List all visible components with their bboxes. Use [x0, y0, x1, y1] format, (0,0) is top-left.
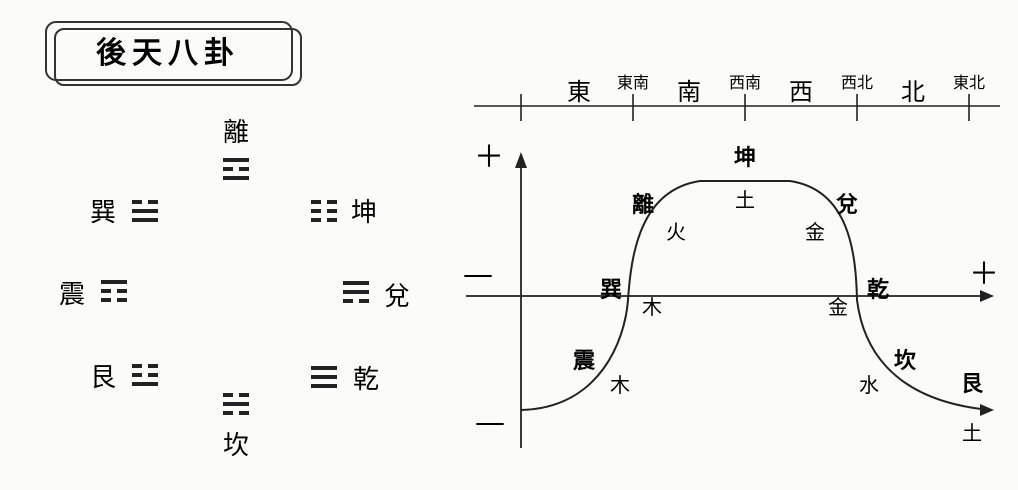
- element-label-qian-metal: 金: [828, 295, 848, 319]
- direction-label-south: 南: [677, 78, 701, 106]
- direction-label-north: 北: [901, 78, 925, 106]
- yin-line-segment: [132, 373, 142, 377]
- yang-line: [223, 176, 249, 180]
- yang-line: [311, 384, 337, 388]
- yang-line: [311, 375, 337, 379]
- yin-line-segment: [148, 200, 158, 204]
- title-box-outer-frame: [45, 21, 293, 81]
- trigram-symbol-kan: [223, 393, 249, 415]
- curve-label-dui: 兌: [836, 192, 858, 218]
- vertical-axis-arrowhead: [515, 152, 527, 168]
- trigram-name-zhen: 震: [59, 280, 85, 310]
- trigram-arrangement: 離 巽 坤 震 兌 艮 乾 坎: [59, 118, 410, 461]
- yin-line-segment: [359, 299, 369, 303]
- trigram-name-xun: 巽: [90, 198, 116, 228]
- curve-arrowhead: [980, 404, 994, 416]
- direction-label-east: 東: [567, 78, 591, 106]
- curve-label-zhen: 震: [573, 348, 596, 374]
- direction-label-southeast: 東南: [617, 73, 649, 92]
- trigram-symbol-kun: [311, 200, 337, 222]
- yang-line: [101, 280, 127, 284]
- trigram-symbol-xun: [132, 200, 158, 222]
- yin-line-segment: [311, 218, 321, 222]
- axis-mark-bottom-minus: —: [475, 405, 505, 440]
- yin-line-segment: [223, 411, 233, 415]
- yin-line-segment: [327, 200, 337, 204]
- yinyang-curve: [520, 180, 991, 411]
- direction-axis: 東 東南 南 西南 西 西北 北 東北: [474, 73, 1000, 121]
- yin-line-segment: [101, 289, 111, 293]
- trigram-name-kan: 坎: [223, 431, 249, 461]
- curve-label-kan: 坎: [894, 348, 916, 374]
- yang-line: [311, 366, 337, 370]
- direction-label-west: 西: [789, 78, 813, 106]
- trigram-name-gen: 艮: [90, 363, 116, 393]
- yin-line-segment: [311, 209, 321, 213]
- curve-label-gen: 艮: [961, 371, 984, 397]
- yin-line-segment: [132, 200, 142, 204]
- curve-label-kun: 坤: [734, 145, 756, 171]
- yin-line-segment: [239, 411, 249, 415]
- yin-line-segment: [148, 373, 158, 377]
- yin-line-segment: [223, 393, 233, 397]
- title-box: 後天八卦: [45, 21, 302, 86]
- title-box-inner-frame: [54, 28, 302, 86]
- element-label-zhen-wood: 木: [610, 373, 630, 397]
- yang-line: [343, 281, 369, 285]
- axis-mark-left-minus: —: [463, 257, 493, 292]
- yang-line: [343, 290, 369, 294]
- yin-line-segment: [311, 200, 321, 204]
- yang-line: [223, 158, 249, 162]
- curve-label-xun: 巽: [600, 277, 622, 303]
- axis-mark-top-plus: ＋: [474, 140, 504, 175]
- element-label-kan-water: 水: [859, 373, 879, 397]
- trigram-symbol-gen: [132, 364, 158, 386]
- yang-line: [132, 382, 158, 386]
- yin-line-segment: [132, 364, 142, 368]
- direction-label-southwest: 西南: [729, 73, 761, 92]
- trigram-name-dui: 兌: [384, 282, 410, 312]
- trigram-symbol-zhen: [101, 280, 127, 302]
- yin-line-segment: [327, 218, 337, 222]
- yin-line-segment: [223, 167, 233, 171]
- trigram-name-kun: 坤: [351, 198, 377, 228]
- trigram-name-qian: 乾: [353, 365, 379, 395]
- element-label-kun-earth: 土: [735, 188, 755, 212]
- curve-label-qian: 乾: [867, 277, 889, 303]
- yin-line-segment: [327, 209, 337, 213]
- yin-line-segment: [101, 298, 111, 302]
- axis-mark-right-plus: ＋: [969, 257, 999, 292]
- horizontal-axis-arrowhead: [980, 290, 994, 302]
- trigram-symbol-dui: [343, 281, 369, 303]
- element-label-gen-earth: 土: [962, 421, 982, 445]
- yin-line-segment: [117, 298, 127, 302]
- yin-line-segment: [343, 299, 353, 303]
- curve-label-li: 離: [632, 192, 654, 218]
- trigram-symbol-qian: [311, 366, 337, 388]
- yin-line-segment: [239, 393, 249, 397]
- element-label-li-fire: 火: [666, 220, 686, 244]
- yinyang-curve-chart: ＋ — ＋ — 震 巽 離 坤 兌 乾 坎 艮 木 木 火 土 金 金 水 土: [463, 140, 999, 448]
- trigram-name-li: 離: [223, 118, 249, 148]
- trigram-symbol-li: [223, 158, 249, 180]
- element-label-xun-wood: 木: [642, 295, 662, 319]
- page-title: 後天八卦: [96, 36, 240, 71]
- element-label-dui-metal: 金: [805, 220, 825, 244]
- yang-line: [132, 209, 158, 213]
- yin-line-segment: [239, 167, 249, 171]
- direction-label-northwest: 西北: [841, 73, 873, 92]
- direction-label-northeast: 東北: [953, 73, 985, 92]
- yin-line-segment: [148, 364, 158, 368]
- yang-line: [132, 218, 158, 222]
- yang-line: [223, 402, 249, 406]
- yin-line-segment: [117, 289, 127, 293]
